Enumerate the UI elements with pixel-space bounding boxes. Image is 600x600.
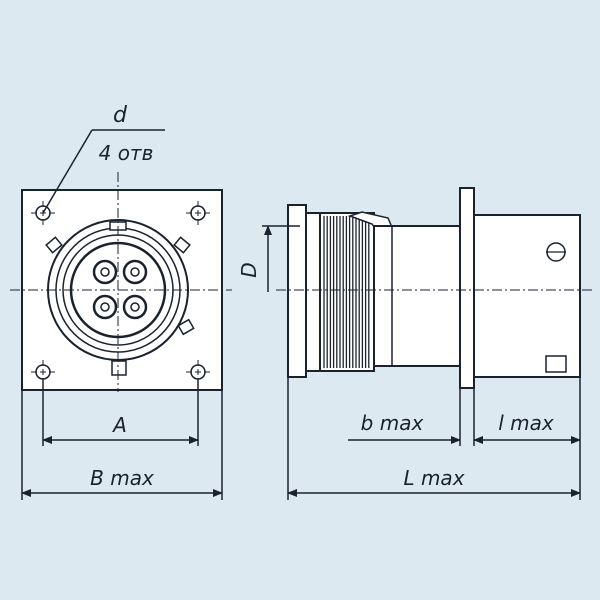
pin-sockets	[92, 259, 148, 320]
hole-diameter-label: d	[113, 103, 128, 128]
dim-A	[42, 380, 199, 446]
rear-housing	[473, 214, 581, 378]
hole-count-label: 4 отв	[99, 141, 154, 165]
dim-D	[262, 225, 300, 292]
dim-l-label: l max	[498, 411, 554, 435]
dim-D-label: D	[237, 262, 261, 277]
dim-L-label: L max	[403, 466, 464, 490]
front-center-lines	[10, 172, 232, 392]
dim-B-label: B max	[90, 466, 154, 490]
dim-b-label: b max	[361, 411, 424, 435]
front-view	[10, 172, 232, 392]
side-view	[276, 187, 592, 389]
mounting-flange	[459, 187, 475, 389]
knurl-lines	[323, 216, 370, 368]
rear-lug	[545, 355, 567, 373]
dim-B	[21, 390, 223, 500]
dim-A-label: A	[111, 413, 127, 437]
dim-L	[287, 377, 581, 500]
coupling-nut-rim	[287, 204, 307, 378]
bottom-lug	[111, 360, 127, 376]
connector-body	[373, 225, 461, 367]
dim-b-l	[348, 377, 581, 446]
hole-leader	[42, 129, 165, 214]
